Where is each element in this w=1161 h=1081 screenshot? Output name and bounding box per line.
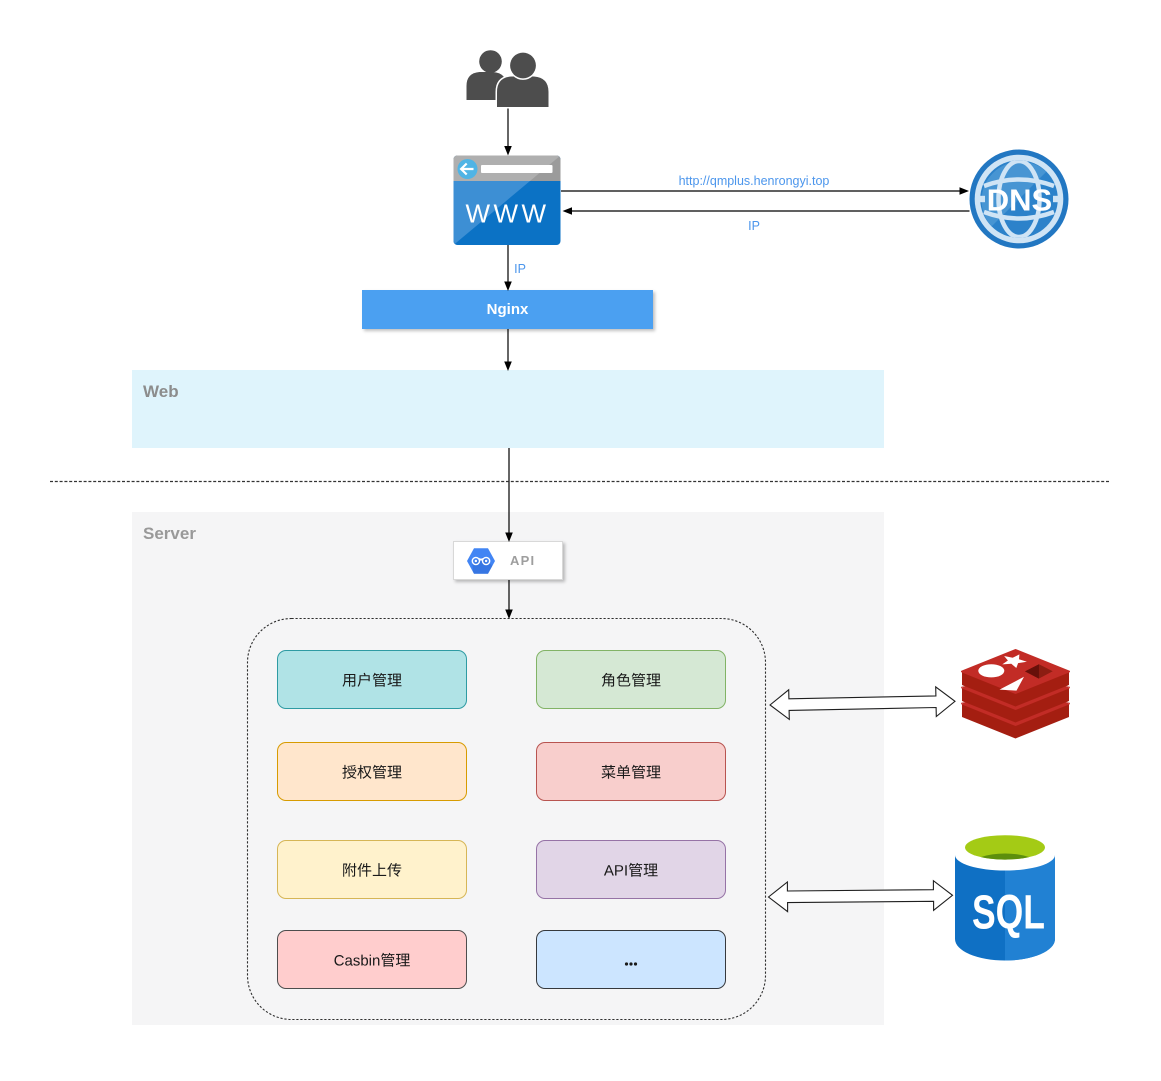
svg-text:DNS: DNS (987, 183, 1052, 218)
svg-text:SQL: SQL (972, 885, 1045, 938)
svg-text:WWW: WWW (465, 199, 549, 229)
